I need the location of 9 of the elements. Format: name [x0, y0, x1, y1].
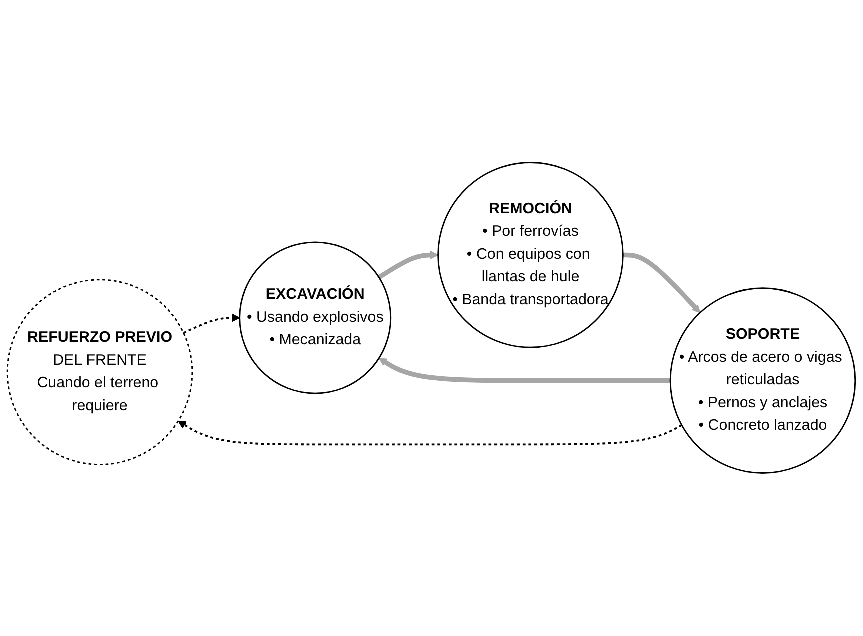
arrow [178, 420, 682, 446]
arrow [378, 358, 671, 384]
arrow [378, 251, 439, 280]
node-circle: REMOCIÓN • Por ferrovías • Con equipos con llantas de hule • Banda transportadora [438, 162, 624, 348]
node-circle: EXCAVACIÓN • Usando explosivos • Mecanizada [239, 242, 392, 394]
arrow [183, 314, 240, 334]
node-circle: SOPORTE • Arcos de acero o vigas reticuladas • Pernos y anclajes • Concreto lanzado [670, 288, 856, 474]
arrow [623, 252, 701, 314]
node-circle: REFUERZO PREVIO DEL FRENTE Cuando el terreno requiere [6, 279, 194, 466]
